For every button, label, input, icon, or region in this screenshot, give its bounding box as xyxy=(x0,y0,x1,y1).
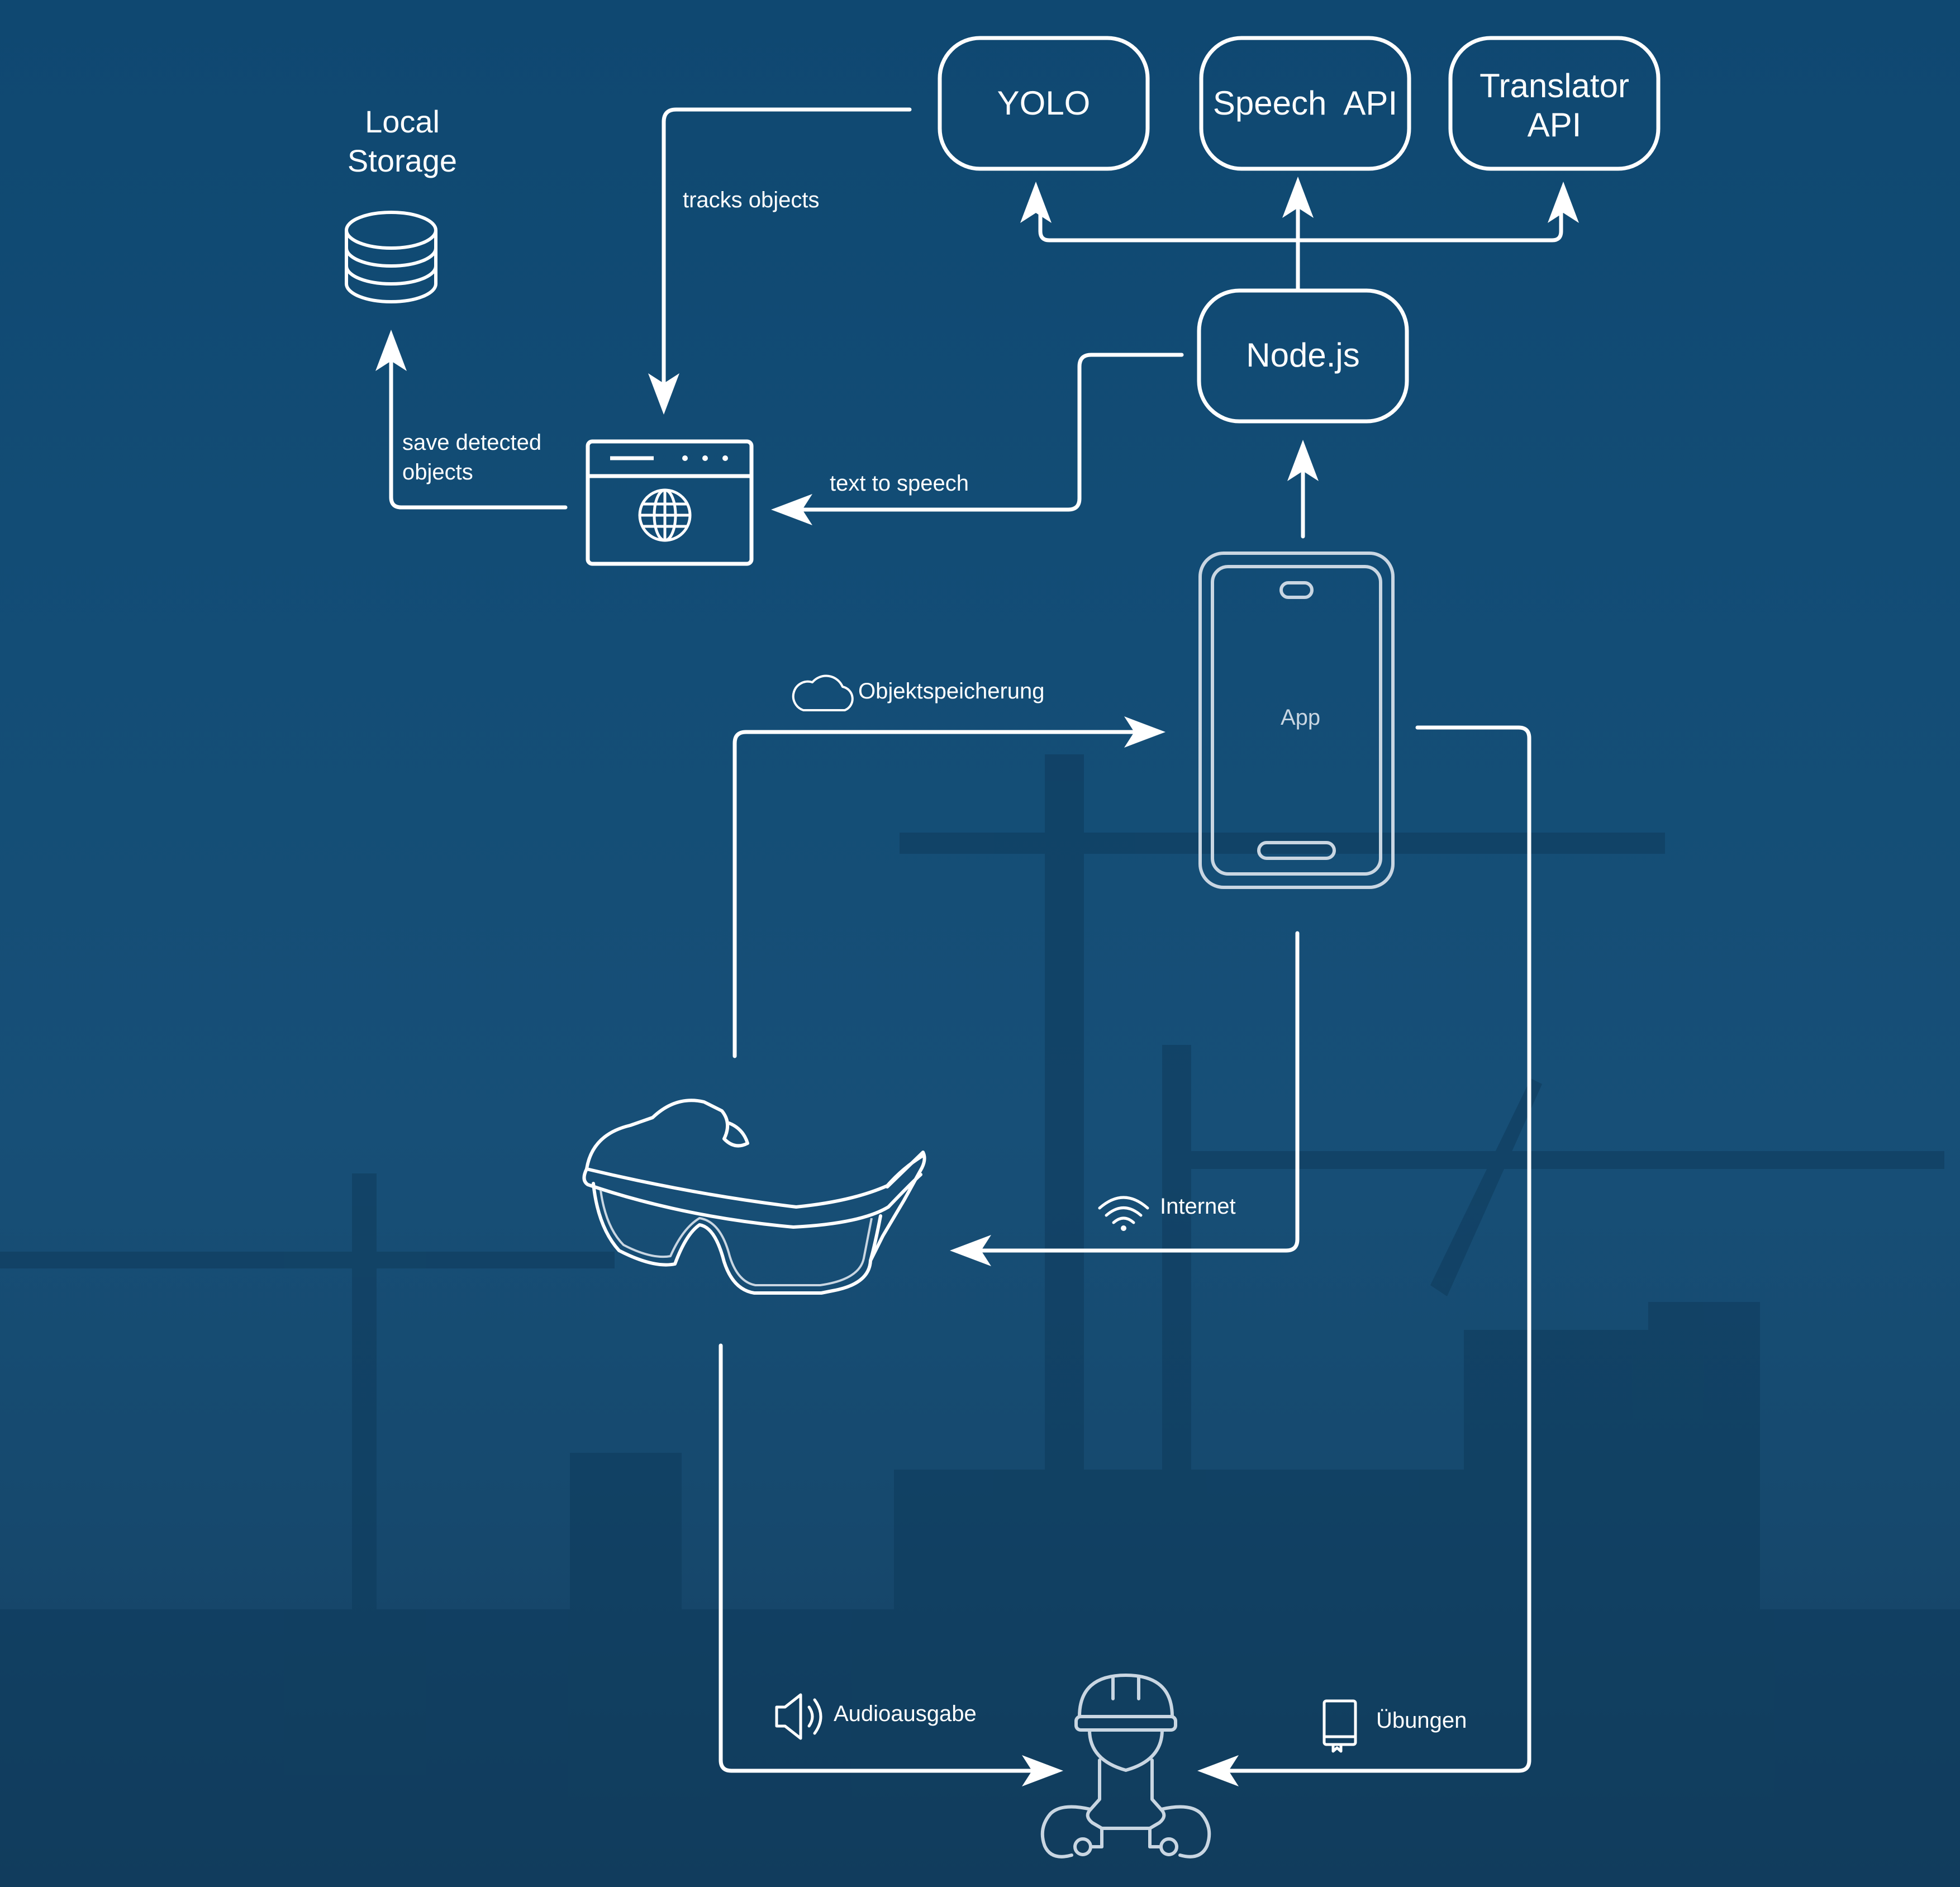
edge-label-save-detected-line2: objects xyxy=(402,460,473,484)
edge-app-to-glasses xyxy=(970,931,1300,1253)
arrowhead xyxy=(1124,716,1165,748)
arrowhead xyxy=(771,494,812,525)
speech-api-box xyxy=(1199,36,1411,171)
safety-glasses-icon xyxy=(582,1099,926,1295)
edge-webapp-to-storage xyxy=(389,355,568,510)
speech-api-label: Speech API xyxy=(1212,84,1398,122)
yolo-box xyxy=(938,36,1150,171)
app-label: App xyxy=(1281,705,1321,730)
edge-label-uebungen: Übungen xyxy=(1376,1708,1467,1733)
arrowhead xyxy=(648,373,679,415)
arrowhead xyxy=(375,330,407,371)
yolo-label: YOLO xyxy=(997,84,1091,122)
cloud-icon xyxy=(792,674,854,711)
edge-nodejs-to-webapp xyxy=(791,353,1184,512)
globe-icon xyxy=(638,488,692,542)
arrowhead xyxy=(1548,182,1579,223)
wifi-icon xyxy=(1098,1196,1149,1224)
edge-app-to-worker xyxy=(1227,725,1531,1773)
translator-api-label-line2: API xyxy=(1527,106,1582,144)
edge-glasses-to-app xyxy=(732,730,1142,1058)
edge-label-save-detected-line1: save detected xyxy=(402,430,542,455)
local-storage-label-line1: Local xyxy=(365,104,440,139)
book-icon xyxy=(1322,1699,1357,1753)
edge-label-internet: Internet xyxy=(1160,1194,1236,1219)
speaker-icon xyxy=(775,1693,822,1740)
edge-label-objektspeicherung: Objektspeicherung xyxy=(858,679,1045,704)
database-icon xyxy=(345,211,437,303)
arrowhead xyxy=(1287,440,1319,481)
translator-api-box xyxy=(1448,36,1661,171)
browser-window-icon xyxy=(586,439,754,566)
edge-label-text-to-speech: text to speech xyxy=(830,471,969,496)
construction-worker-icon xyxy=(1040,1674,1211,1859)
arrowhead xyxy=(950,1235,991,1266)
edge-label-audioausgabe: Audioausgabe xyxy=(834,1701,977,1726)
edge-glasses-to-worker xyxy=(719,1343,1041,1773)
nodejs-label: Node.js xyxy=(1246,336,1360,374)
arrowhead xyxy=(1282,177,1314,218)
arrowhead xyxy=(1022,1755,1063,1786)
arrowhead xyxy=(1197,1755,1239,1786)
translator-api-label-line1: Translator xyxy=(1479,67,1629,104)
edge-yolo-to-webapp xyxy=(662,107,912,393)
nodejs-box xyxy=(1197,288,1409,424)
arrowhead xyxy=(1020,182,1052,223)
local-storage-label-line2: Storage xyxy=(347,143,458,178)
smartphone-icon xyxy=(1198,552,1395,889)
edge-label-tracks-objects: tracks objects xyxy=(683,188,820,212)
